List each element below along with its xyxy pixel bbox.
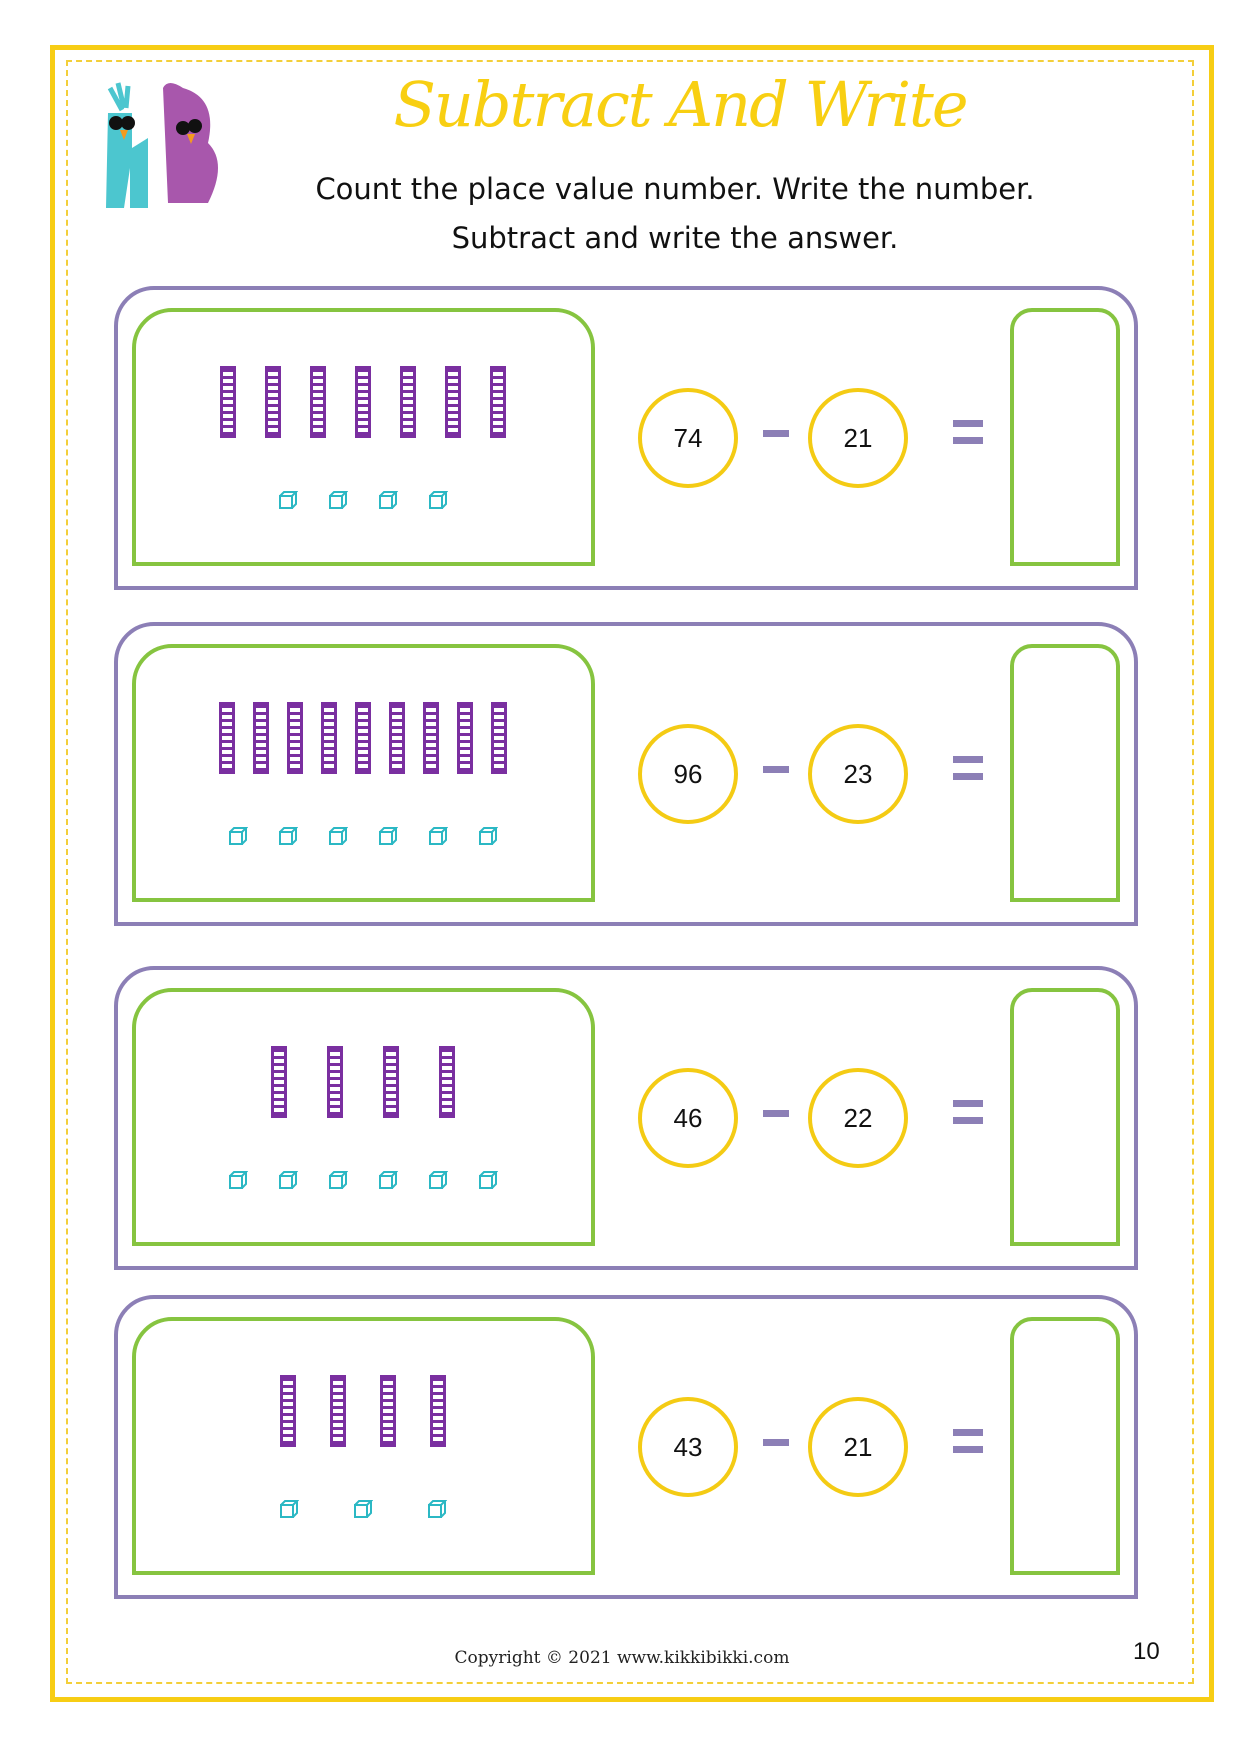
ones-cube-icon <box>428 1170 449 1190</box>
outer-border <box>50 45 1214 1702</box>
ones-cube-icon <box>353 1499 374 1519</box>
tens-rod <box>400 366 416 438</box>
minuend-circle: 74 <box>638 388 738 488</box>
place-value-box <box>132 988 595 1246</box>
tens-rod <box>330 1375 346 1447</box>
tens-rod <box>380 1375 396 1447</box>
problem-row: 46 22 <box>114 966 1138 1270</box>
copyright: Copyright © 2021 www.kikkibikki.com <box>454 1648 790 1668</box>
ones-cube-icon <box>228 1170 249 1190</box>
ones-cube-icon <box>378 826 399 846</box>
page-number: 10 <box>1133 1638 1160 1665</box>
equals-sign <box>953 1429 983 1453</box>
tens-rod <box>271 1046 287 1118</box>
problem-row: 74 21 <box>114 286 1138 590</box>
instruction-line-2: Subtract and write the answer. <box>451 221 899 255</box>
equals-sign <box>953 420 983 444</box>
problem-row: 96 23 <box>114 622 1138 926</box>
tens-rod <box>491 702 507 774</box>
minuend-circle: 43 <box>638 1397 738 1497</box>
tens-rod <box>383 1046 399 1118</box>
ones-cube-icon <box>278 826 299 846</box>
instruction-line-1: Count the place value number. Write the … <box>315 172 1035 206</box>
ones-cube-icon <box>328 826 349 846</box>
tens-rod <box>327 1046 343 1118</box>
inner-dashed-border <box>66 60 1194 1684</box>
answer-box[interactable] <box>1010 1317 1120 1575</box>
subtrahend-circle: 21 <box>808 1397 908 1497</box>
tens-rod <box>457 702 473 774</box>
ones-cube-icon <box>478 826 499 846</box>
tens-rod <box>423 702 439 774</box>
answer-box[interactable] <box>1010 644 1120 902</box>
tens-rod <box>439 1046 455 1118</box>
ones-cube-icon <box>328 1170 349 1190</box>
answer-box[interactable] <box>1010 308 1120 566</box>
ones-cube-icon <box>278 490 299 510</box>
tens-rod <box>280 1375 296 1447</box>
tens-rod <box>220 366 236 438</box>
ones-cube-icon <box>478 1170 499 1190</box>
tens-rod <box>355 366 371 438</box>
tens-rod <box>287 702 303 774</box>
ones-cube-icon <box>427 1499 448 1519</box>
minus-sign <box>763 1110 789 1117</box>
ones-cube-icon <box>228 826 249 846</box>
ones-cube-icon <box>378 490 399 510</box>
kb-logo <box>106 82 218 208</box>
equals-sign <box>953 756 983 780</box>
ones-cube-icon <box>378 1170 399 1190</box>
subtrahend-circle: 23 <box>808 724 908 824</box>
tens-rod <box>355 702 371 774</box>
problem-row: 43 21 <box>114 1295 1138 1599</box>
answer-box[interactable] <box>1010 988 1120 1246</box>
tens-rod <box>490 366 506 438</box>
ones-cube-icon <box>279 1499 300 1519</box>
page-title: Subtract And Write <box>393 68 968 141</box>
ones-cube-icon <box>328 490 349 510</box>
minus-sign <box>763 1439 789 1446</box>
minuend-circle: 96 <box>638 724 738 824</box>
tens-rod <box>253 702 269 774</box>
minus-sign <box>763 766 789 773</box>
tens-rod <box>430 1375 446 1447</box>
ones-cube-icon <box>278 1170 299 1190</box>
tens-rod <box>321 702 337 774</box>
tens-rod <box>265 366 281 438</box>
subtrahend-circle: 21 <box>808 388 908 488</box>
ones-cube-icon <box>428 826 449 846</box>
minus-sign <box>763 430 789 437</box>
ones-cube-icon <box>428 490 449 510</box>
tens-rod <box>310 366 326 438</box>
place-value-box <box>132 1317 595 1575</box>
equals-sign <box>953 1100 983 1124</box>
place-value-box <box>132 644 595 902</box>
tens-rod <box>389 702 405 774</box>
tens-rod <box>445 366 461 438</box>
tens-rod <box>219 702 235 774</box>
minuend-circle: 46 <box>638 1068 738 1168</box>
place-value-box <box>132 308 595 566</box>
subtrahend-circle: 22 <box>808 1068 908 1168</box>
